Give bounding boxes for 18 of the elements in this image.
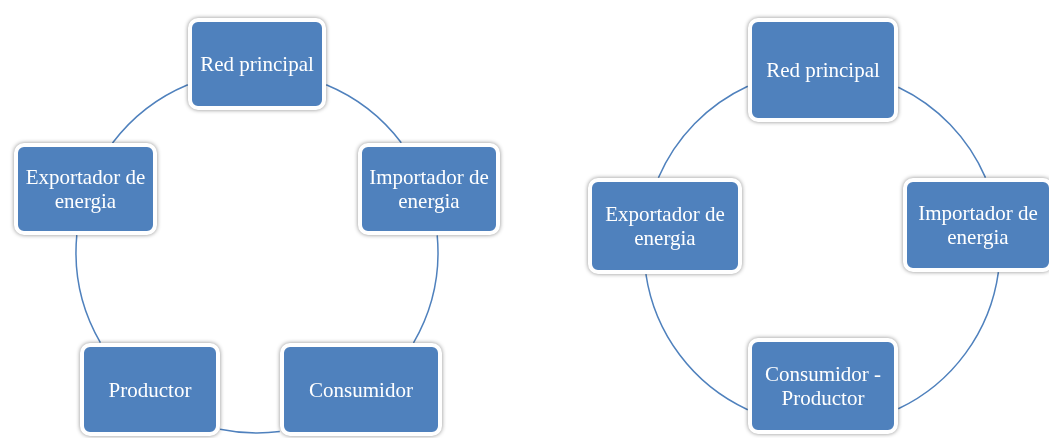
connector-line — [111, 83, 189, 144]
box-label: Consumidor -Productor — [763, 362, 883, 410]
box-label: Red principal — [199, 52, 315, 76]
box-label: Importador de energia — [917, 201, 1039, 249]
box-label: Exportador de energia — [604, 202, 726, 250]
connector-line — [219, 428, 281, 434]
box-label: Consumidor — [308, 377, 414, 402]
connector-line — [645, 273, 749, 411]
connector-line — [325, 84, 403, 144]
box-label: Exportador de energia — [24, 165, 147, 213]
connector-line — [75, 234, 102, 344]
box-label: Productor — [107, 377, 193, 402]
connector-line — [897, 271, 1000, 410]
box-label: Red principal — [765, 58, 881, 82]
connector-line — [657, 85, 749, 179]
connector-line — [897, 86, 987, 179]
connector-line — [412, 234, 439, 344]
box-label: Importador de energia — [368, 165, 490, 213]
